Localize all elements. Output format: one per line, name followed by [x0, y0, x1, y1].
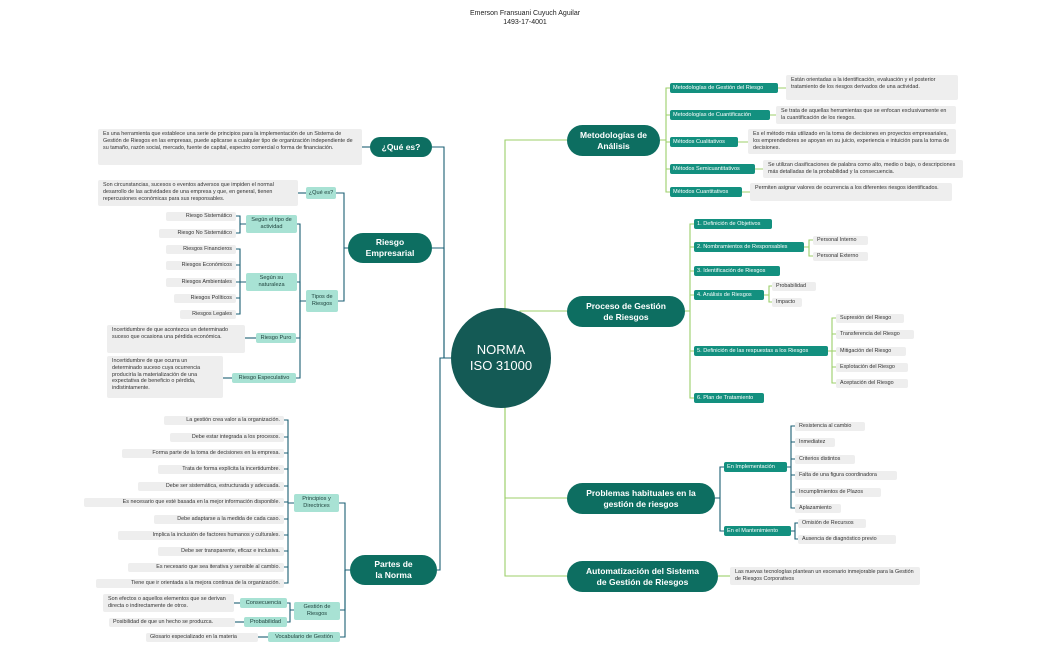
en-implementacion-tag: En Implementación — [724, 462, 787, 472]
riesgo-especulativo-description: Incertidumbre de que ocurra un determina… — [107, 356, 223, 398]
metodos-semicuantitativos-tag: Métodos Semicuantitativos — [670, 164, 755, 174]
metodos-cualitativos-tag: Métodos Cualitativos — [670, 137, 738, 147]
supresion-riesgo: Supresión del Riesgo — [836, 314, 904, 323]
mitigacion-riesgo: Mitigación del Riesgo — [836, 347, 906, 356]
partes-title-line2: la Norma — [375, 570, 412, 580]
riesgo-definition: Son circunstancias, sucesos o eventos ad… — [98, 180, 298, 206]
explotacion-riesgo: Explotación del Riesgo — [836, 363, 908, 372]
principio-2: Debe estar integrada a los procesos. — [170, 433, 284, 442]
principio-9: Debe ser transparente, eficaz e inclusiv… — [158, 547, 284, 556]
proceso-step-5: 5. Definición de las respuestas a los Ri… — [694, 346, 828, 356]
proceso-step-6: 6. Plan de Tratamiento — [694, 393, 764, 403]
proceso-title-line2: de Riesgos — [603, 311, 649, 322]
riesgo-title-line1: Riesgo — [375, 237, 405, 247]
analisis-impacto: Impacto — [772, 298, 802, 307]
riesgos-economicos: Riesgos Económicos — [166, 261, 236, 270]
vocabulario-tag: Vocabulario de Gestión — [268, 632, 340, 642]
consecuencia-tag: Consecuencia — [240, 598, 287, 608]
que-es-node: ¿Qué es? — [370, 137, 432, 157]
riesgo-puro-tag: Riesgo Puro — [256, 333, 296, 343]
que-es-description: Es una herramienta que establece una ser… — [98, 129, 362, 165]
riesgos-financieros: Riesgos Financieros — [166, 245, 236, 254]
central-node-line2: ISO 31000 — [469, 358, 533, 373]
automatizacion-title-line2: de Gestión de Riesgos — [596, 576, 689, 587]
principio-1: La gestión crea valor a la organización. — [164, 416, 284, 425]
principio-5: Debe ser sistemática, estructurada y ade… — [138, 482, 284, 491]
personal-interno: Personal Interno — [813, 236, 868, 245]
incumplimientos-plazos: Incumplimientos de Plazos — [795, 488, 881, 497]
ausencia-diagnostico: Ausencia de diagnóstico previo — [798, 535, 896, 544]
consecuencia-description: Son efectos o aquellos elementos que se … — [103, 594, 234, 612]
en-mantenimiento-tag: En el Mantenimiento — [724, 526, 791, 536]
metodologias-gestion-description: Están orientadas a la identificación, ev… — [786, 75, 958, 100]
principio-11: Tiene que ir orientada a la mejora conti… — [96, 579, 284, 588]
metodos-cualitativos-description: Es el método más utilizado en la toma de… — [748, 129, 956, 154]
riesgos-legales: Riesgos Legales — [180, 310, 236, 319]
principios-tag: Principios y Directrices — [294, 494, 339, 512]
aceptacion-riesgo: Aceptación del Riesgo — [836, 379, 908, 388]
omision-recursos: Omisión de Recursos — [798, 519, 866, 528]
riesgo-que-es-tag: ¿Qué es? — [306, 187, 336, 199]
author-header: Emerson Fransuani Cuyuch Aguilar 1493-17… — [0, 9, 1050, 27]
proceso-step-4: 4. Análisis de Riesgos — [694, 290, 764, 300]
que-es-title: ¿Qué es? — [381, 141, 421, 152]
aplazamiento: Aplazamiento — [795, 504, 841, 513]
metodologias-title-line2: Análisis — [597, 140, 630, 151]
proceso-step-3: 3. Identificación de Riesgos — [694, 266, 780, 276]
tipos-riesgos-tag: Tipos de Riesgos — [306, 290, 338, 312]
vocabulario-description: Glosario especializado en la materia — [146, 633, 258, 642]
metodologias-gestion-tag: Metodologías de Gestión del Riesgo — [670, 83, 778, 93]
riesgo-title-line2: Empresarial — [365, 248, 415, 258]
metodos-cuantitativos-tag: Métodos Cuantitativos — [670, 187, 742, 197]
principio-3: Forma parte de la toma de decisiones en … — [122, 449, 284, 458]
segun-tipo-tag: Según el tipo de actividad — [246, 215, 297, 233]
problemas-title-line1: Problemas habituales en la — [586, 487, 696, 498]
author-id: 1493-17-4001 — [503, 19, 547, 26]
metodologias-title-line1: Metodologías de — [579, 129, 648, 140]
falta-figura-coordinadora: Falta de una figura coordinadora — [795, 471, 897, 480]
principio-4: Trata de forma explícita la incertidumbr… — [158, 465, 284, 474]
metodos-semicuantitativos-description: Se utilizan clasificaciones de palabra c… — [763, 160, 963, 178]
riesgo-sistematico: Riesgo Sistemático — [166, 212, 236, 221]
inmediatez: Inmediatez — [795, 438, 835, 447]
principio-6: Es necesario que esté basada en la mejor… — [84, 498, 284, 507]
analisis-probabilidad: Probabilidad — [772, 282, 816, 291]
principio-10: Es necesario que sea iterativa y sensibl… — [128, 563, 284, 572]
problemas-title-line2: gestión de riesgos — [603, 498, 679, 509]
metodologias-cuantificacion-tag: Metodologías de Cuantificación — [670, 110, 770, 120]
riesgo-puro-description: Incertidumbre de que acontezca un determ… — [107, 325, 245, 353]
riesgo-no-sistematico: Riesgo No Sistemático — [159, 229, 236, 238]
resistencia-cambio: Resistencia al cambio — [795, 422, 865, 431]
probabilidad-description: Posibilidad de que un hecho se produzca. — [109, 618, 235, 627]
riesgos-ambientales: Riesgos Ambientales — [166, 278, 236, 287]
proceso-step-2: 2. Nombramientos de Responsables — [694, 242, 804, 252]
central-node: NORMA ISO 31000 — [451, 308, 551, 408]
automatizacion-description: Las nuevas tecnologías plantean un escen… — [730, 567, 920, 585]
central-node-line1: NORMA — [476, 342, 526, 357]
probabilidad-tag: Probabilidad — [244, 617, 287, 627]
principio-7: Debe adaptarse a la medida de cada caso. — [154, 515, 284, 524]
principio-8: Implica la inclusión de factores humanos… — [118, 531, 284, 540]
proceso-step-1: 1. Definición de Objetivos — [694, 219, 772, 229]
personal-externo: Personal Externo — [813, 252, 868, 261]
proceso-title-line1: Proceso de Gestión — [586, 300, 666, 311]
riesgo-especulativo-tag: Riesgo Especulativo — [232, 373, 296, 383]
automatizacion-title-line1: Automatización del Sistema — [586, 565, 699, 576]
transferencia-riesgo: Transferencia del Riesgo — [836, 330, 914, 339]
partes-title-line1: Partes de — [374, 559, 413, 569]
criterios-distintos: Criterios distintos — [795, 455, 855, 464]
metodologias-cuantificacion-description: Se trata de aquellas herramientas que se… — [776, 106, 956, 124]
author-name: Emerson Fransuani Cuyuch Aguilar — [469, 10, 581, 17]
segun-naturaleza-tag: Según su naturaleza — [246, 273, 297, 291]
gestion-riesgos-tag: Gestión de Riesgos — [294, 602, 340, 620]
riesgos-politicos: Riesgos Políticos — [174, 294, 236, 303]
metodos-cuantitativos-description: Permiten asignar valores de ocurrencia a… — [750, 183, 952, 201]
